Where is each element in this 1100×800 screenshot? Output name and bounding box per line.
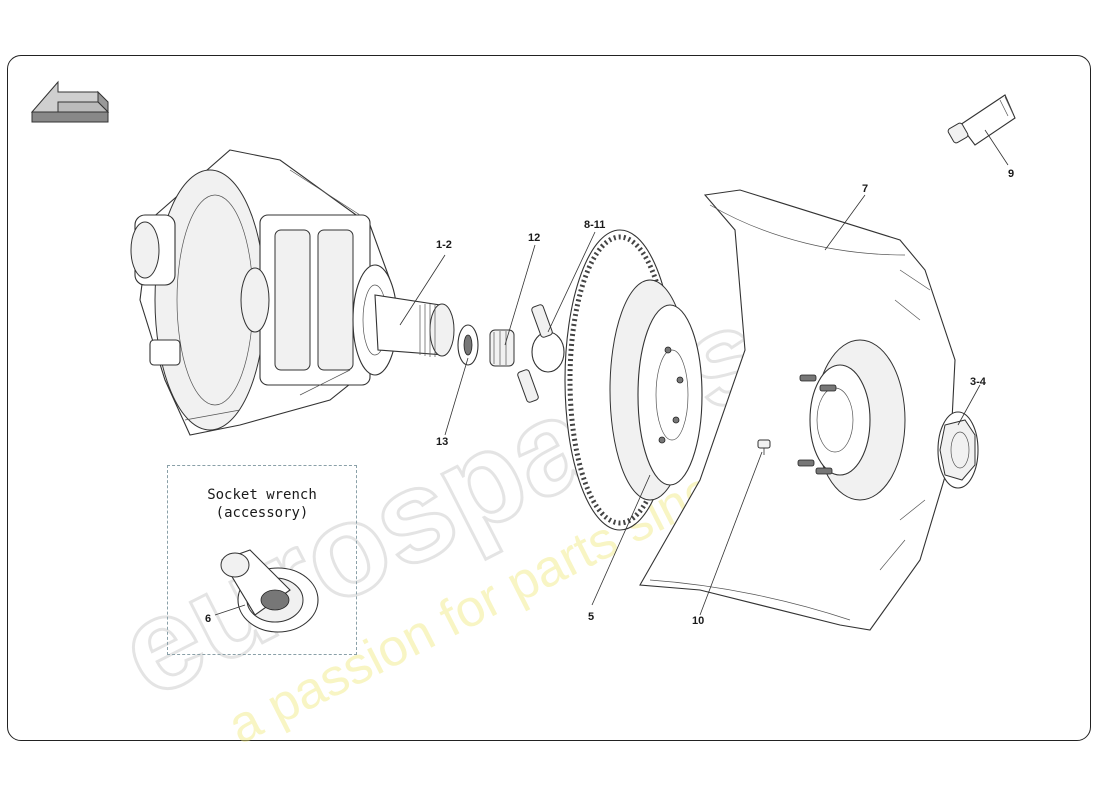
brake-disc-part [564, 229, 703, 531]
wheel-rim-part [639, 189, 956, 631]
accessory-box: Socket wrench (accessory) [167, 465, 357, 655]
callout-12: 12 [528, 232, 540, 244]
accessory-title: Socket wrench [207, 487, 317, 503]
callout-10: 10 [692, 615, 704, 627]
accessory-caption: Socket wrench (accessory) [168, 486, 356, 522]
callout-3-4: 3-4 [970, 376, 987, 388]
callout-9: 9 [1008, 168, 1014, 180]
hub-nut-part [489, 329, 515, 367]
callout-8-11: 8-11 [584, 219, 605, 231]
callout-6: 6 [205, 613, 211, 625]
callout-labels: 1-2 12 8-11 7 9 3-4 13 6 5 10 [205, 168, 1014, 627]
washer-part [457, 324, 479, 366]
hub-carrier-part [130, 149, 391, 436]
drive-shaft-part [352, 264, 455, 376]
direction-arrow-icon [30, 80, 110, 123]
leader-lines [214, 129, 1009, 616]
center-lock-nut-part [937, 411, 979, 489]
grease-tube-part [947, 94, 1016, 146]
accessory-subtitle: (accessory) [215, 505, 309, 521]
callout-13: 13 [436, 436, 448, 448]
valve-adapter-part [517, 304, 565, 403]
callout-7: 7 [862, 183, 868, 195]
diagram-frame [7, 55, 1091, 741]
valve-part [757, 439, 771, 455]
socket-wrench-part [220, 549, 319, 633]
callout-1-2: 1-2 [436, 239, 452, 251]
callout-5: 5 [588, 611, 594, 623]
